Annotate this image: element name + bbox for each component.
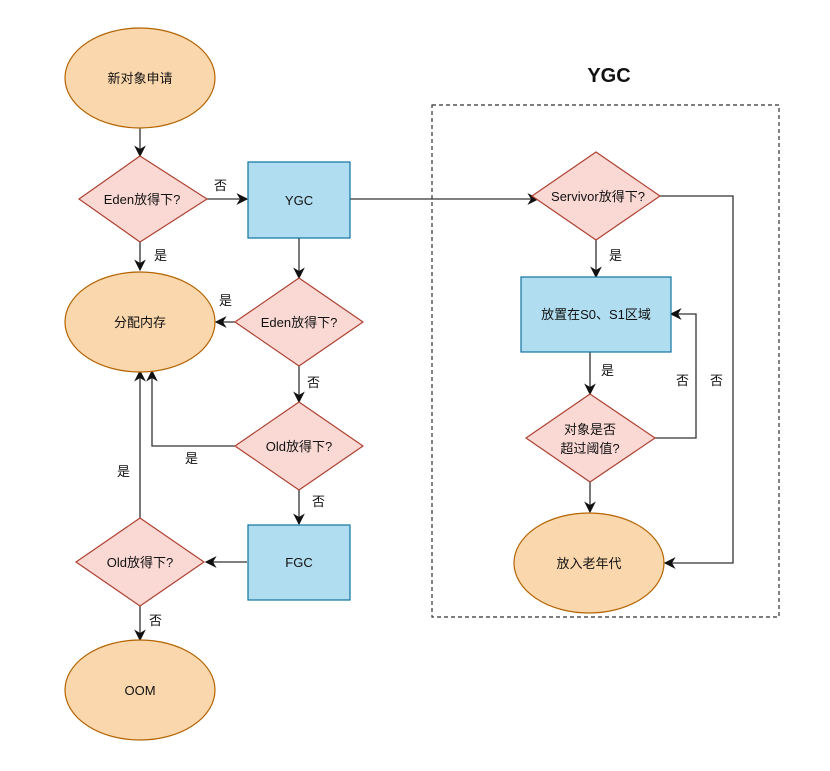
node-new-object-request[interactable]: 新对象申请 — [64, 27, 216, 129]
edge-label-old2-yes: 是 — [117, 464, 130, 479]
node-fgc[interactable]: FGC — [247, 524, 351, 601]
edge-label-eden2-no: 否 — [307, 375, 320, 390]
node-old-check-2-label: Old放得下? — [107, 555, 173, 570]
edge-threshold-to-place — [655, 308, 697, 439]
ygc-group-title: YGC — [587, 65, 630, 87]
edge-label-eden2-yes: 是 — [219, 293, 232, 308]
node-oom[interactable]: OOM — [64, 639, 216, 741]
node-old-check-2[interactable]: Old放得下? — [74, 517, 206, 607]
node-eden-check-1[interactable]: Eden放得下? — [77, 155, 209, 243]
edge-label-survivor-no: 否 — [710, 373, 723, 388]
edge-label-old2-no: 否 — [149, 613, 162, 628]
node-eden-check-2-label: Eden放得下? — [261, 315, 338, 330]
edge-label-place-yes: 是 — [601, 363, 614, 378]
node-allocate-memory-label: 分配内存 — [114, 315, 166, 330]
node-place-s0-s1-label: 放置在S0、S1区域 — [541, 307, 651, 322]
node-old-check-1-label: Old放得下? — [266, 439, 332, 454]
node-threshold-label-line1: 对象是否 — [564, 422, 616, 437]
node-eden-check-1-label: Eden放得下? — [104, 192, 181, 207]
node-old-check-1[interactable]: Old放得下? — [233, 401, 365, 491]
edge-label-survivor-yes: 是 — [609, 248, 622, 263]
edge-label-eden1-yes: 是 — [154, 248, 167, 263]
node-ygc[interactable]: YGC — [247, 161, 351, 239]
edge-label-old1-yes: 是 — [185, 451, 198, 466]
edge-label-eden1-no: 否 — [214, 178, 227, 193]
node-survivor-check-label: Servivor放得下? — [551, 189, 645, 204]
node-oom-label: OOM — [124, 683, 155, 698]
node-place-s0-s1[interactable]: 放置在S0、S1区域 — [520, 276, 672, 353]
edge-survivor-to-old-gen — [660, 195, 734, 569]
node-eden-check-2[interactable]: Eden放得下? — [233, 277, 365, 367]
node-new-object-label: 新对象申请 — [107, 71, 172, 86]
node-threshold-label-line2: 超过阈值? — [560, 441, 619, 456]
edge-old1-to-allocate — [146, 369, 235, 447]
node-threshold-check[interactable]: 对象是否 超过阈值? — [524, 393, 657, 483]
node-ygc-label: YGC — [285, 193, 313, 208]
node-to-old-generation-label: 放入老年代 — [556, 556, 621, 571]
node-allocate-memory[interactable]: 分配内存 — [64, 271, 216, 373]
node-to-old-generation[interactable]: 放入老年代 — [513, 512, 665, 614]
node-survivor-check[interactable]: Servivor放得下? — [530, 151, 662, 241]
edge-label-old1-no: 否 — [312, 494, 325, 509]
edge-label-threshold-no: 否 — [676, 373, 689, 388]
ygc-group-container — [431, 104, 780, 618]
node-fgc-label: FGC — [285, 555, 312, 570]
